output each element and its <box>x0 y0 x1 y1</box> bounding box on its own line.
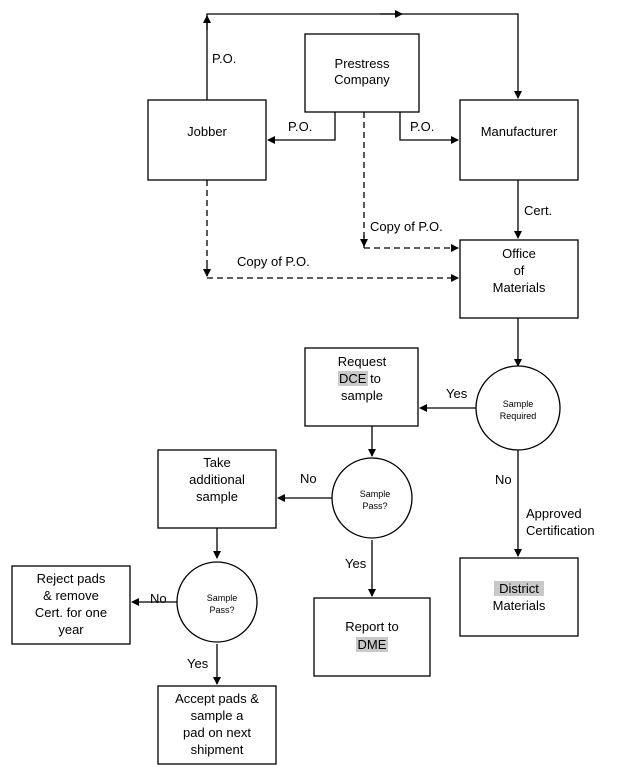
node-label: Cert. for one <box>35 605 107 620</box>
node-label: Materials <box>493 280 546 295</box>
connector-prestress-to-manufacturer <box>399 112 459 144</box>
decision-sample-required: Sample Required <box>475 365 561 451</box>
edge-label-yes-report: Yes <box>345 556 367 571</box>
node-label: additional <box>189 472 245 487</box>
edge-label-yes-accept: Yes <box>187 656 209 671</box>
node-label: Manufacturer <box>481 124 558 139</box>
node-label: Materials <box>493 598 546 613</box>
node-label: & remove <box>43 588 99 603</box>
edge-label-certification: Certification <box>526 523 595 538</box>
node-manufacturer: Manufacturer <box>459 99 579 181</box>
node-office-of-materials: Office of Materials <box>459 239 579 319</box>
decision-label: Sample <box>207 593 238 603</box>
node-label: sample <box>341 388 383 403</box>
decision-label: Sample <box>503 399 534 409</box>
node-label-dce: DCE to <box>339 371 381 386</box>
node-label: Jobber <box>187 124 227 139</box>
edge-label-copy-po-2: Copy of P.O. <box>237 254 310 269</box>
decision-sample-pass-2: Sample Pass? <box>176 561 258 643</box>
decision-sample-pass-1: Sample Pass? <box>331 457 413 539</box>
node-accept-pads: Accept pads & sample a pad on next shipm… <box>157 685 277 765</box>
dce-suffix-label: to <box>366 371 380 386</box>
node-jobber: Jobber <box>147 99 267 181</box>
node-label: DME <box>358 637 387 652</box>
edge-label-no-take: No <box>300 471 317 486</box>
node-label: Reject pads <box>37 571 106 586</box>
decision-label: Required <box>500 411 537 421</box>
decision-label: Sample <box>360 489 391 499</box>
node-label: Prestress <box>335 56 390 71</box>
edge-label-po-jobber: P.O. <box>288 119 312 134</box>
decision-label: Pass? <box>209 605 234 615</box>
edge-label-cert: Cert. <box>524 203 552 218</box>
edge-label-yes-request: Yes <box>446 386 468 401</box>
node-report-to-dme: Report to DME <box>313 597 431 677</box>
node-label: District <box>499 581 539 596</box>
edge-label-no-approved: No <box>495 472 512 487</box>
node-reject-pads: Reject pads & remove Cert. for one year <box>11 565 131 645</box>
node-label: shipment <box>191 742 244 757</box>
decision-label: Pass? <box>362 501 387 511</box>
node-label: Request <box>338 354 387 369</box>
edge-label-approved: Approved <box>526 506 582 521</box>
edge-label-no-reject: No <box>150 591 167 606</box>
node-request-dce: Request DCE to sample <box>304 347 419 427</box>
highlight <box>356 637 388 652</box>
node-prestress-company: Prestress Company <box>304 33 420 113</box>
node-label: Take <box>203 455 230 470</box>
connector-jobber-to-manufacturer <box>206 13 522 100</box>
node-take-additional-sample: Take additional sample <box>157 449 277 529</box>
node-label: of <box>514 263 525 278</box>
node-label: pad on next <box>183 725 251 740</box>
edge-label-po-manufacturer: P.O. <box>410 119 434 134</box>
edge-label-copy-po-1: Copy of P.O. <box>370 219 443 234</box>
node-label: Report to <box>345 619 398 634</box>
dce-label: DCE <box>339 371 367 386</box>
edge-label-po-top: P.O. <box>212 51 236 66</box>
connector-prestress-to-jobber <box>267 112 336 144</box>
node-district-materials: District Materials <box>459 557 579 637</box>
highlight <box>338 371 368 386</box>
highlight <box>494 581 544 596</box>
node-label: Accept pads & <box>175 691 259 706</box>
node-label: Office <box>502 246 536 261</box>
node-label: sample a <box>191 708 245 723</box>
node-label: year <box>58 622 84 637</box>
node-label: sample <box>196 489 238 504</box>
node-label: Company <box>334 72 390 87</box>
